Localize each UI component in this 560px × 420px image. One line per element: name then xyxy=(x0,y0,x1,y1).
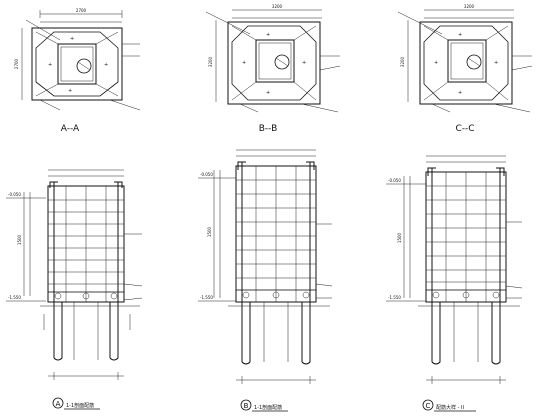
svg-text:+: + xyxy=(458,32,462,38)
elev-b-height: 1500 xyxy=(207,226,212,237)
plan-section-b: 3200 3200 + + + + B--B xyxy=(205,4,341,134)
svg-text:+: + xyxy=(242,60,246,66)
plan-a-left-dim: 2700 xyxy=(14,58,19,69)
elev-a-height: 1500 xyxy=(17,234,22,245)
elev-b-top-mark: -0.050 xyxy=(200,172,213,177)
elev-a-stirrups xyxy=(48,199,124,285)
elev-c-stirrups xyxy=(426,185,506,283)
svg-text:+: + xyxy=(302,60,306,66)
svg-text:+: + xyxy=(434,60,438,66)
elev-c-circle-letter: C xyxy=(426,402,431,410)
plan-b-left-dim: 3200 xyxy=(208,56,213,67)
svg-text:+: + xyxy=(48,62,52,68)
plan-a-title: A--A xyxy=(61,124,80,134)
plan-section-a: 2700 2700 + + + + A--A xyxy=(14,8,141,134)
svg-text:+: + xyxy=(70,36,74,42)
plan-c-title: C--C xyxy=(455,124,474,134)
elev-c-height: 1500 xyxy=(397,232,402,243)
elev-a-top-mark: -0.050 xyxy=(8,192,21,197)
svg-text:+: + xyxy=(266,90,270,96)
plan-section-c: 3200 3200 + + + + C--C xyxy=(397,4,533,134)
elev-a-circle-letter: A xyxy=(56,400,61,408)
elev-c-bottom-mark: -1.550 xyxy=(388,295,401,300)
plan-b-title: B--B xyxy=(259,124,278,134)
plan-a-top-dim: 2700 xyxy=(76,8,87,13)
elevation-c: 1500 -0.050 -1.550 xyxy=(386,155,523,412)
elev-b-bottom-mark: -1.550 xyxy=(200,295,213,300)
elev-b-circle-letter: B xyxy=(244,402,249,410)
svg-text:+: + xyxy=(458,90,462,96)
plan-b-top-dim: 3200 xyxy=(272,4,283,9)
plan-c-top-dim: 3200 xyxy=(464,4,475,9)
plan-c-left-dim: 3200 xyxy=(400,56,405,67)
elev-b-stirrups xyxy=(236,179,316,279)
elev-a-label: 1-1剖面配筋 xyxy=(66,402,94,409)
svg-text:+: + xyxy=(494,60,498,66)
elev-c-top-mark: -0.050 xyxy=(388,178,401,183)
elev-a-bottom-mark: -1.550 xyxy=(8,295,21,300)
svg-text:+: + xyxy=(104,62,108,68)
elev-c-label: 配筋大样 - II xyxy=(436,404,464,411)
svg-text:+: + xyxy=(68,88,72,94)
elevation-b: 1500 -0.050 -1.550 xyxy=(198,149,333,412)
elev-b-label: 1-1剖面配筋 xyxy=(254,404,282,411)
elevation-a: 1500 -0.050 -1.550 xyxy=(6,169,143,410)
svg-text:+: + xyxy=(266,32,270,38)
